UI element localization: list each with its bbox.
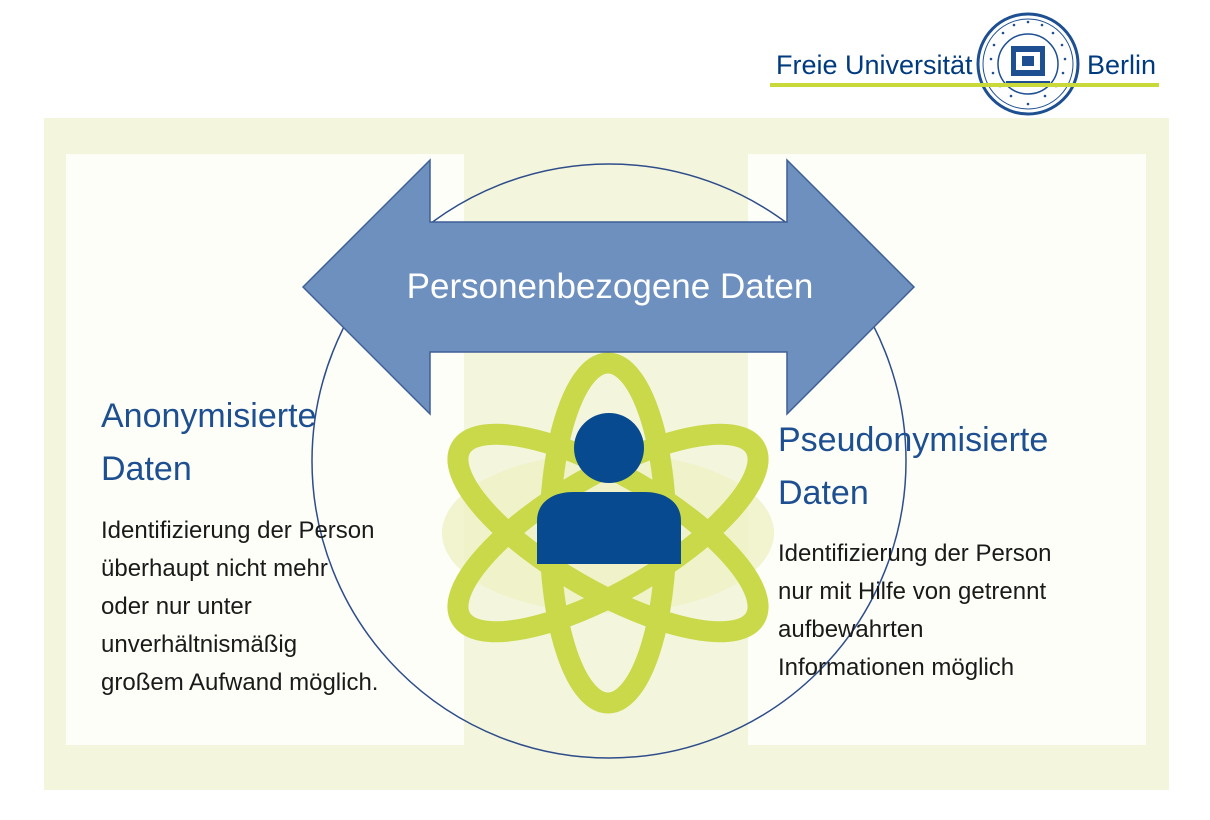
person-icon: [537, 413, 681, 564]
left-heading: Anonymisierte Daten: [101, 397, 317, 488]
double-arrow-icon: [301, 158, 916, 416]
right-description: Identifizierung der Person nur mit Hilfe…: [778, 540, 1052, 681]
right-heading: Pseudonymisierte Daten: [778, 421, 1049, 512]
logo-underline: [770, 83, 1159, 87]
university-seal-icon: [976, 12, 1080, 116]
arrow-label: Personenbezogene Daten: [406, 267, 814, 306]
brand-name-right: Berlin: [1087, 50, 1157, 80]
brand-name-left: Freie Universität: [776, 50, 973, 80]
central-circle: [311, 163, 907, 759]
left-description: Identifizierung der Person überhaupt nic…: [101, 517, 379, 696]
